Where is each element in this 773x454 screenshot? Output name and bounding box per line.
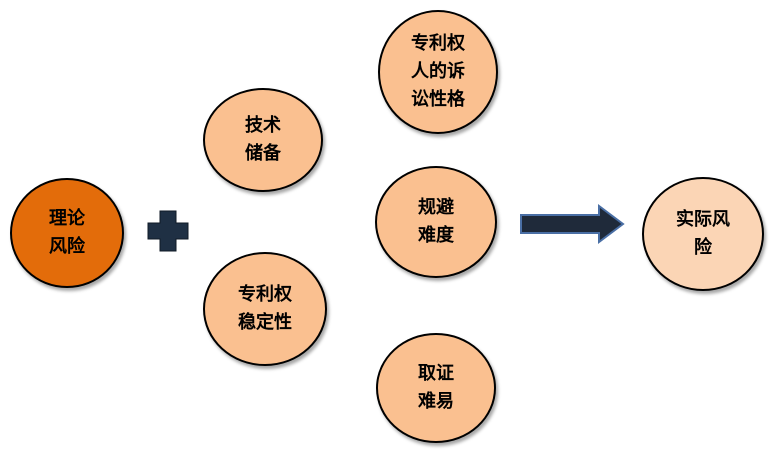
patent-stability-node: 专利权 稳定性 (203, 252, 327, 366)
theory-risk-label: 理论 风险 (49, 208, 85, 257)
evidence-difficulty-label: 取证 难易 (418, 363, 454, 412)
theory-risk-node: 理论 风险 (10, 178, 124, 288)
actual-risk-label: 实际风 险 (676, 209, 730, 258)
tech-reserve-label: 技术 储备 (245, 115, 281, 164)
avoid-difficulty-label: 规避 难度 (418, 197, 454, 246)
tech-reserve-node: 技术 储备 (203, 88, 323, 192)
actual-risk-node: 实际风 险 (642, 177, 764, 291)
patentee-litigation-label: 专利权 人的诉 讼性格 (411, 33, 465, 110)
avoid-difficulty-node: 规避 难度 (375, 166, 497, 278)
plus-icon (147, 210, 189, 252)
patentee-litigation-node: 专利权 人的诉 讼性格 (378, 10, 498, 134)
arrow-right-icon (520, 204, 625, 244)
patent-stability-label: 专利权 稳定性 (238, 284, 292, 333)
evidence-difficulty-node: 取证 难易 (376, 333, 496, 443)
